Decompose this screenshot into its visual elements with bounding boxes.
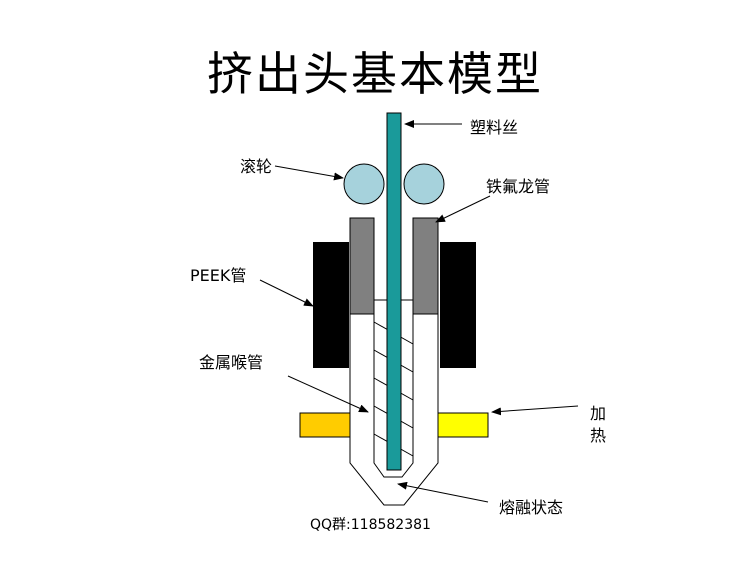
- label-peek-tube: PEEK管: [190, 266, 247, 285]
- page-title: 挤出头基本模型: [207, 47, 543, 101]
- label-ptfe-tube: 铁氟龙管: [486, 177, 551, 196]
- label-heating-1: 加: [590, 404, 607, 423]
- arrow-metal-throat: [287, 375, 369, 413]
- footer-qq-group: QQ群:118582381: [310, 517, 431, 533]
- label-heating-2: 热: [590, 426, 607, 445]
- ptfe-tube-left: [349, 217, 375, 315]
- roller-left: [343, 163, 385, 205]
- peek-block-left: [313, 242, 349, 368]
- label-metal-throat: 金属喉管: [199, 353, 264, 372]
- label-filament: 塑料丝: [470, 118, 519, 137]
- arrow-molten: [397, 481, 489, 503]
- heater-right: [437, 412, 489, 438]
- roller-right: [403, 163, 445, 205]
- metal-throat-outline: [349, 314, 439, 506]
- heater-left: [299, 412, 351, 438]
- arrow-heating: [491, 405, 579, 416]
- ptfe-tube-right: [412, 217, 439, 315]
- arrow-ptfe: [435, 195, 491, 223]
- peek-block-right: [440, 242, 476, 368]
- label-rollers: 滚轮: [240, 157, 273, 176]
- filament: [386, 112, 402, 471]
- arrow-peek: [259, 279, 314, 307]
- arrow-rollers: [274, 165, 344, 181]
- label-molten-state: 熔融状态: [499, 498, 564, 517]
